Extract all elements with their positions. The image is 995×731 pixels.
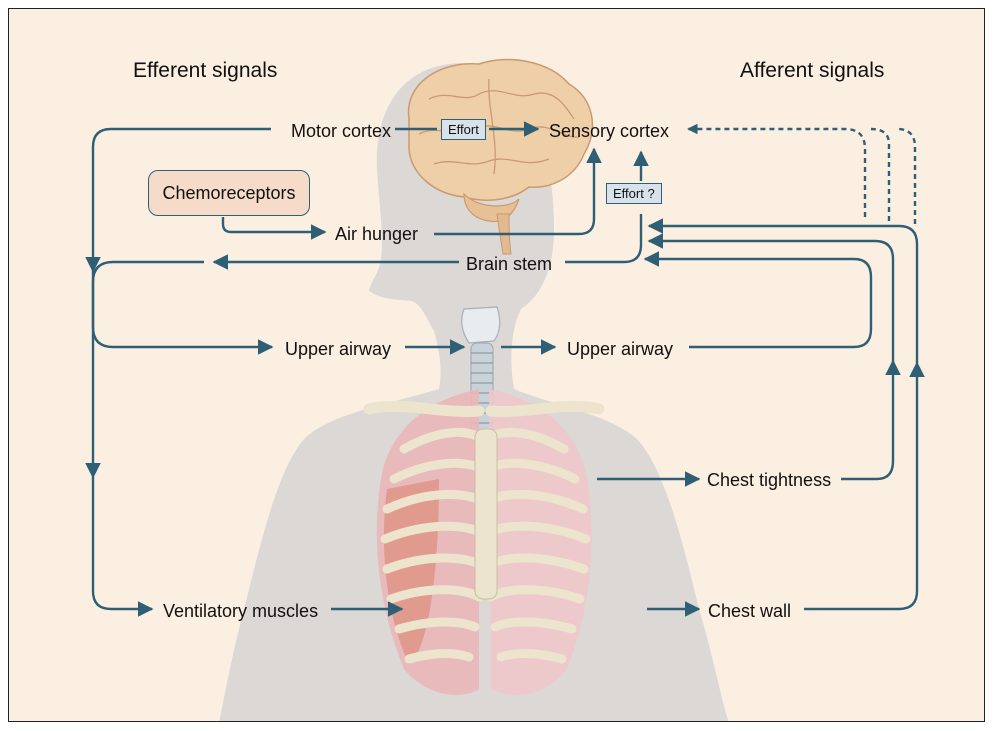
brain-stem-label: Brain stem <box>466 255 552 273</box>
chemoreceptors-box: Chemoreceptors <box>148 170 310 216</box>
air-hunger-label: Air hunger <box>335 225 418 243</box>
effort-question-box: Effort ? <box>606 183 662 204</box>
ventilatory-muscles-label: Ventilatory muscles <box>163 602 318 620</box>
upper-airway-right-label: Upper airway <box>567 340 673 358</box>
diagram-frame: Efferent signals Afferent signals Motor … <box>8 8 985 722</box>
afferent-signals-heading: Afferent signals <box>740 60 884 81</box>
effort-box: Effort <box>441 119 486 140</box>
motor-cortex-label: Motor cortex <box>291 122 391 140</box>
chest-tightness-label: Chest tightness <box>707 471 831 489</box>
efferent-signals-heading: Efferent signals <box>133 60 277 81</box>
upper-airway-left-label: Upper airway <box>285 340 391 358</box>
dyspnea-signal-diagram <box>9 9 985 722</box>
sensory-cortex-label: Sensory cortex <box>549 122 669 140</box>
chest-wall-label: Chest wall <box>708 602 791 620</box>
